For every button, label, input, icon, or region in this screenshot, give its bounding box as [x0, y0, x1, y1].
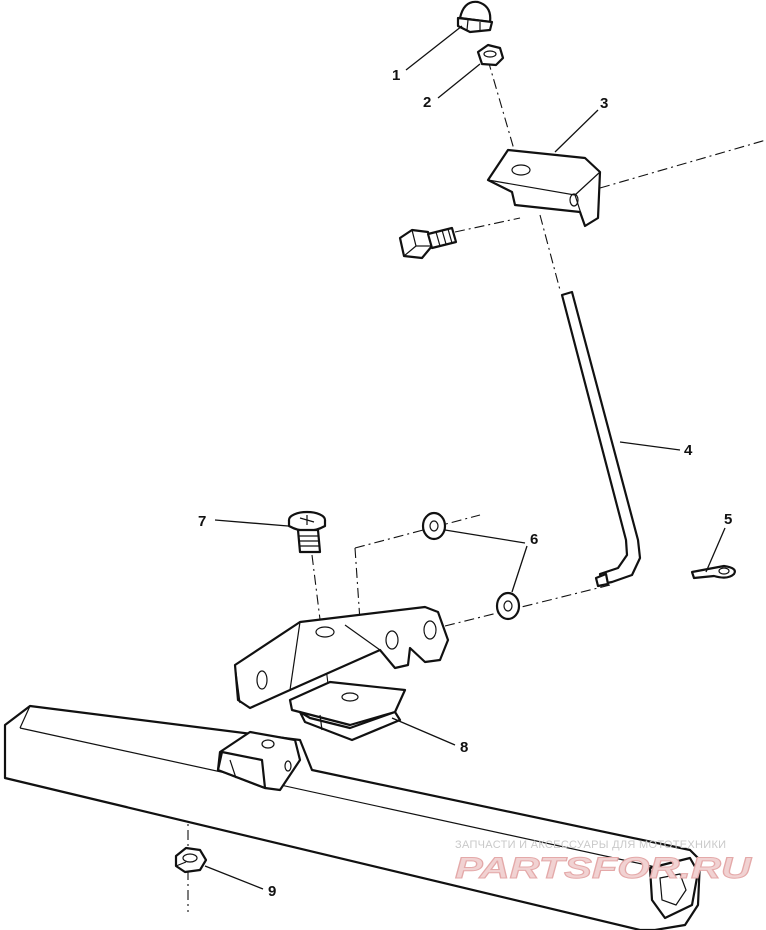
watermark: ЗАПЧАСТИ И АКСЕССУАРЫ ДЛЯ МОТОТЕХНИКИ PA… — [455, 839, 754, 886]
callout-labels: 1 2 3 4 5 6 7 8 9 — [198, 67, 732, 900]
callout-5: 5 — [724, 511, 732, 528]
callout-2: 2 — [423, 94, 431, 111]
lock-nut-part-9 — [174, 846, 208, 874]
callout-4: 4 — [684, 442, 693, 459]
callout-3: 3 — [600, 95, 608, 112]
watermark-tagline: ЗАПЧАСТИ И АКСЕССУАРЫ ДЛЯ МОТОТЕХНИКИ — [455, 839, 726, 851]
cap-nut-part-1 — [456, 0, 494, 34]
phillips-screw-part-7 — [287, 510, 327, 554]
mounting-plate-part-8 — [288, 680, 407, 742]
callout-1: 1 — [392, 67, 400, 84]
callout-9: 9 — [268, 883, 276, 900]
hex-bolt — [398, 226, 458, 260]
hinge-bracket — [233, 605, 450, 710]
watermark-logo: PARTSFOR.RU — [455, 852, 753, 885]
callout-6: 6 — [530, 531, 538, 548]
callout-leaders — [204, 25, 726, 890]
lock-washer-part-2 — [476, 43, 505, 67]
washer-upper-part-6 — [421, 511, 447, 541]
tube-mount-bracket — [216, 730, 302, 792]
callout-7: 7 — [198, 513, 206, 530]
callout-8: 8 — [460, 739, 468, 756]
control-rod-part-4 — [560, 290, 642, 588]
cotter-clip-part-5 — [690, 564, 736, 580]
washer-lower-part-6 — [495, 591, 521, 621]
upper-bracket-part-3 — [486, 148, 602, 228]
